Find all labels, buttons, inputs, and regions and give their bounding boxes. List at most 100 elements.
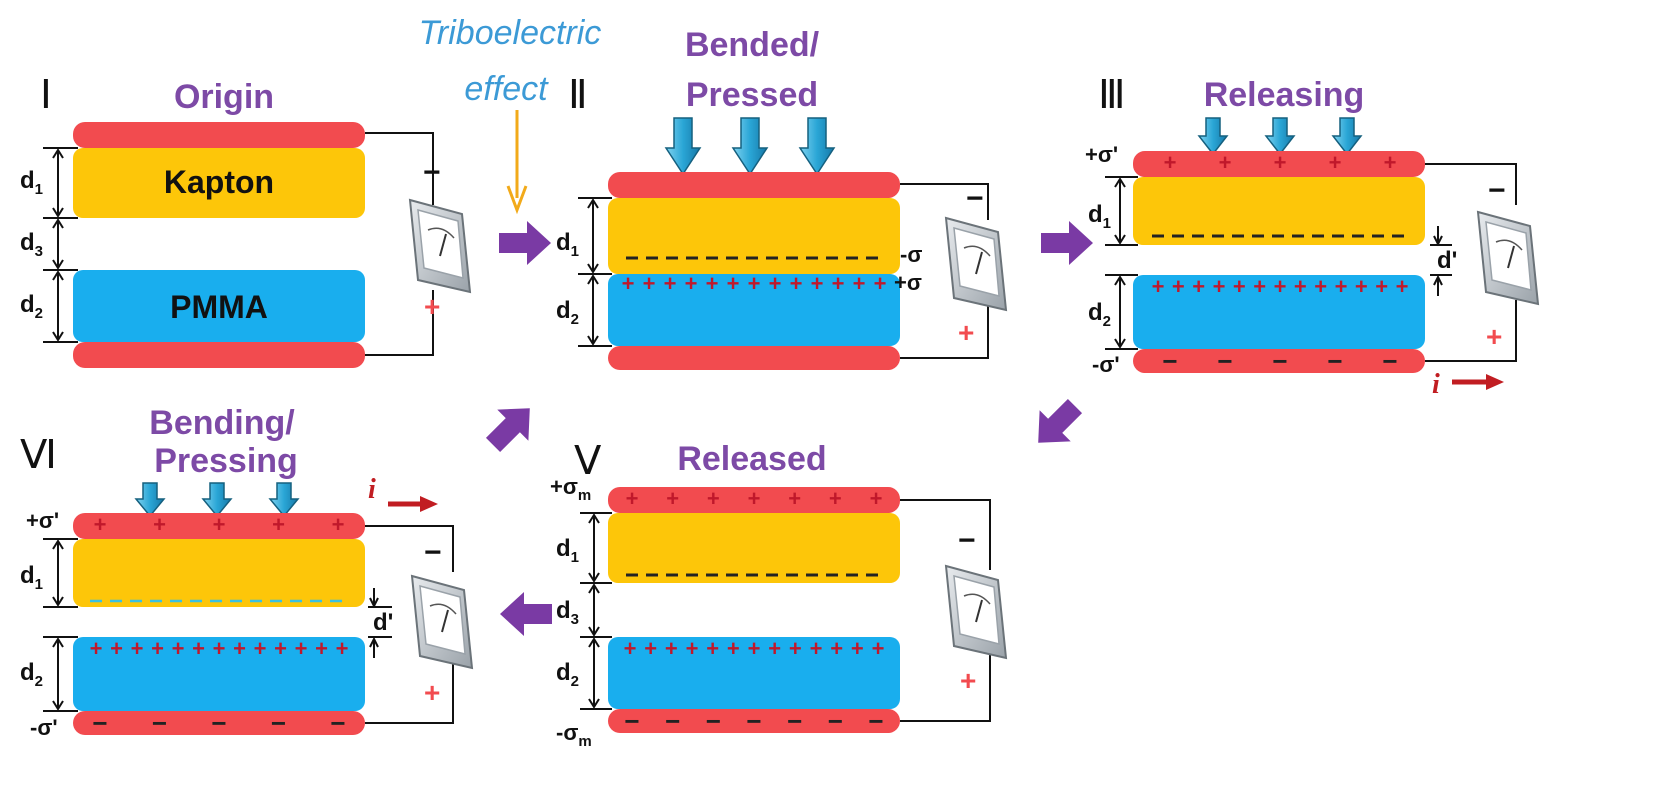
stage-2-title: Bended/ [685, 26, 820, 64]
sigma-label: +σm [550, 474, 591, 504]
stage-3-numeral: Ⅲ [1098, 72, 1126, 117]
dim-label: d1 [556, 229, 579, 260]
press-arrow-icon [268, 482, 300, 518]
charge-plus: + [706, 636, 719, 661]
charge-minus: − [1272, 346, 1287, 376]
charge-plus: + [727, 271, 740, 296]
meter-minus-sign: − [1488, 174, 1506, 207]
electrode-charge-row: +++++++ [626, 486, 883, 511]
ammeter-icon [1476, 210, 1540, 306]
charge-minus: − [828, 706, 843, 736]
electrode-charge-row: −−−−− [1162, 346, 1397, 376]
triboelectric-label: Triboelectric [419, 14, 602, 52]
stage-5-title: Released [677, 440, 826, 478]
charge-plus: + [1219, 150, 1232, 175]
charge-minus: − [330, 708, 345, 738]
charge-plus: + [810, 636, 823, 661]
press-arrow-icon [134, 482, 166, 518]
charge-minus: − [211, 708, 226, 738]
charge-plus: + [295, 636, 308, 661]
charge-minus: − [787, 706, 802, 736]
charge-plus: + [811, 271, 824, 296]
dim-label: d2 [20, 291, 43, 322]
charge-plus: + [870, 486, 883, 511]
circuit-wire [900, 499, 991, 570]
current-arrow-icon [388, 496, 438, 512]
current-arrow-icon [1452, 374, 1504, 390]
charge-plus: + [1192, 274, 1205, 299]
triboelectric-label: effect [464, 70, 549, 108]
charge-plus: + [1329, 150, 1342, 175]
circuit-wire [900, 652, 991, 722]
kapton-layer [608, 513, 900, 583]
sigma-label: -σ' [30, 715, 58, 740]
pmma-layer [608, 637, 900, 709]
charge-minus: − [152, 708, 167, 738]
charge-plus: + [272, 512, 285, 537]
ammeter-icon [944, 564, 1008, 660]
kapton-layer [1133, 177, 1425, 245]
charge-plus: + [1253, 274, 1266, 299]
charge-plus: + [151, 636, 164, 661]
press-arrow-icon [1331, 117, 1363, 156]
sigma-label: +σ' [26, 508, 59, 533]
charge-plus: + [336, 636, 349, 661]
circuit-wire [365, 660, 454, 724]
pmma-label: PMMA [170, 289, 268, 325]
charge-plus: + [768, 636, 781, 661]
meter-minus-sign: − [958, 524, 976, 557]
current-label: i [368, 474, 376, 505]
meter-minus-sign: − [423, 156, 441, 189]
dim-label: d2 [20, 659, 43, 690]
positive-charge-row: +++++++++++++ [624, 636, 885, 661]
flow-arrow-5-to-6 [500, 592, 552, 636]
charge-plus: + [153, 512, 166, 537]
meter-plus-sign: + [958, 317, 974, 348]
stage-1-title: Origin [174, 78, 274, 116]
stage-1: Ⅰ Origin Kapton PMMA d1 d3 d2 − + [20, 72, 472, 368]
sigma-label: +σ' [1085, 142, 1118, 167]
dimension-markers [578, 197, 612, 347]
press-arrow-icon [1197, 117, 1229, 156]
top-electrode [608, 487, 900, 513]
kapton-layer [73, 539, 365, 607]
charge-plus: + [851, 636, 864, 661]
charge-minus: − [271, 708, 286, 738]
circuit-wire [900, 306, 989, 359]
charge-plus: + [666, 486, 679, 511]
circuit-wire [1425, 163, 1517, 205]
stage-6-numeral: Ⅵ [20, 432, 57, 477]
pmma-layer [73, 637, 365, 711]
charge-plus: + [315, 636, 328, 661]
dim-label: d2 [556, 659, 579, 690]
charge-plus: + [1335, 274, 1348, 299]
positive-charge-row: +++++++++++++ [90, 636, 349, 661]
charge-plus: + [94, 512, 107, 537]
ammeter-icon [408, 198, 472, 294]
kapton-label: Kapton [164, 164, 274, 200]
charge-plus: + [727, 636, 740, 661]
dimension-markers [43, 147, 78, 343]
sigma-label: +σ [894, 270, 922, 295]
charge-plus: + [110, 636, 123, 661]
charge-plus: + [832, 271, 845, 296]
stage-2: Ⅱ Bended/ Pressed +++++++++++++ -σ +σ d1… [556, 26, 1008, 370]
ammeter-icon [944, 216, 1008, 312]
dim-label: d1 [556, 535, 579, 566]
top-electrode [73, 513, 365, 539]
dimension-markers [43, 538, 392, 712]
charge-minus: − [868, 706, 883, 736]
flow-arrow-3-to-5 [1038, 398, 1083, 443]
charge-minus: − [665, 706, 680, 736]
circuit-wire [365, 290, 434, 356]
positive-charge-row: +++++++++++++ [622, 271, 887, 296]
dim-label: d1 [1088, 201, 1111, 232]
charge-plus: + [1314, 274, 1327, 299]
press-arrow-icon [731, 117, 769, 176]
charge-plus: + [1294, 274, 1307, 299]
charge-plus: + [213, 512, 226, 537]
electrode-charge-row: −−−−− [92, 708, 345, 738]
stage-3-title: Releasing [1204, 76, 1365, 114]
sigma-label: -σ' [1092, 352, 1120, 377]
charge-plus: + [233, 636, 246, 661]
